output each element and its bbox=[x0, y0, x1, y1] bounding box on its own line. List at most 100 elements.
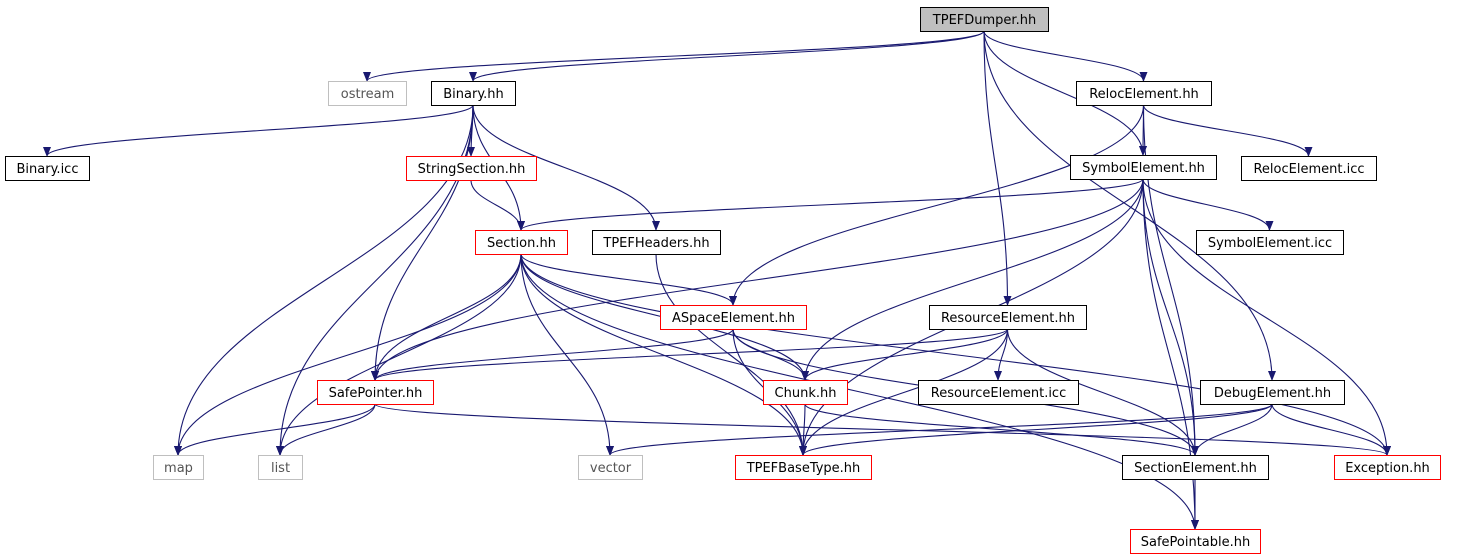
node-box bbox=[328, 81, 407, 106]
node-box bbox=[1076, 81, 1212, 106]
node-binary_icc[interactable]: Binary.icc bbox=[5, 156, 90, 181]
node-section[interactable]: Section.hh bbox=[475, 230, 568, 255]
edge-section-to-exception bbox=[520, 253, 1391, 456]
edge-symbolelement_hh-to-safepointer bbox=[371, 178, 1144, 381]
node-exception[interactable]: Exception.hh bbox=[1334, 455, 1441, 480]
node-symbolelement_icc[interactable]: SymbolElement.icc bbox=[1196, 230, 1344, 255]
node-label: TPEFHeaders.hh bbox=[602, 236, 709, 251]
edge-section-to-safepointable bbox=[520, 253, 1199, 530]
node-box bbox=[929, 305, 1087, 330]
node-label: SafePointer.hh bbox=[329, 386, 423, 401]
node-symbolelement_hh[interactable]: SymbolElement.hh bbox=[1070, 155, 1217, 180]
edge-tpefdumper-to-debugelement bbox=[983, 30, 1276, 381]
node-relocelement_hh[interactable]: RelocElement.hh bbox=[1076, 81, 1212, 106]
edge-symbolelement_hh-to-sectionelement bbox=[1142, 178, 1199, 456]
node-label: SectionElement.hh bbox=[1134, 461, 1257, 476]
edge-tpefdumper-to-binary_hh bbox=[469, 30, 985, 82]
node-box bbox=[1334, 455, 1441, 480]
edge-safepointer-to-exception bbox=[374, 403, 1391, 456]
node-box bbox=[1122, 455, 1269, 480]
edge-resourceelement_hh-to-sectionelement bbox=[1006, 328, 1199, 456]
node-label: RelocElement.icc bbox=[1253, 162, 1364, 177]
node-label: Section.hh bbox=[487, 236, 556, 251]
edge-relocelement_hh-to-aspaceelement bbox=[729, 104, 1145, 306]
node-label: TPEFDumper.hh bbox=[932, 13, 1036, 28]
node-label: Binary.hh bbox=[443, 87, 504, 102]
node-tpefbasetype[interactable]: TPEFBaseType.hh bbox=[735, 455, 872, 480]
edge-debugelement-to-tpefbasetype bbox=[799, 403, 1273, 456]
node-label: DebugElement.hh bbox=[1214, 386, 1331, 401]
node-label: SafePointable.hh bbox=[1141, 535, 1251, 550]
edge-resourceelement_hh-to-chunk bbox=[801, 328, 1009, 381]
node-aspaceelement[interactable]: ASpaceElement.hh bbox=[660, 305, 807, 330]
node-label: vector bbox=[590, 461, 632, 476]
edge-section-to-safepointer bbox=[371, 253, 522, 381]
node-chunk[interactable]: Chunk.hh bbox=[763, 380, 848, 405]
edge-debugelement-to-exception bbox=[1271, 403, 1391, 456]
node-box bbox=[1130, 529, 1261, 554]
node-label: Binary.icc bbox=[17, 162, 79, 177]
node-box bbox=[1070, 155, 1217, 180]
node-label: ResourceElement.hh bbox=[941, 311, 1075, 326]
node-box bbox=[5, 156, 90, 181]
node-safepointable[interactable]: SafePointable.hh bbox=[1130, 529, 1261, 554]
node-sectionelement[interactable]: SectionElement.hh bbox=[1122, 455, 1269, 480]
edge-safepointer-to-list bbox=[276, 403, 376, 456]
node-vector: vector bbox=[578, 455, 643, 480]
node-box bbox=[153, 455, 204, 480]
node-debugelement[interactable]: DebugElement.hh bbox=[1200, 380, 1345, 405]
edge-symbolelement_hh-to-section bbox=[517, 178, 1144, 231]
edge-section-to-vector bbox=[520, 253, 614, 456]
node-box bbox=[431, 81, 516, 106]
node-label: StringSection.hh bbox=[418, 162, 526, 177]
node-list: list bbox=[258, 455, 303, 480]
node-label: Chunk.hh bbox=[775, 386, 837, 401]
edge-section-to-list bbox=[276, 253, 522, 456]
edge-tpefdumper-to-relocelement_hh bbox=[983, 30, 1148, 82]
edge-safepointer-to-map bbox=[174, 403, 376, 456]
node-resourceelement_icc[interactable]: ResourceElement.icc bbox=[918, 380, 1079, 405]
node-label: list bbox=[271, 461, 290, 476]
node-label: RelocElement.hh bbox=[1089, 87, 1199, 102]
node-box bbox=[475, 230, 568, 255]
edge-relocelement_hh-to-relocelement_icc bbox=[1142, 104, 1313, 157]
node-box bbox=[660, 305, 807, 330]
edge-section-to-tpefbasetype bbox=[520, 253, 807, 456]
node-tpefheaders[interactable]: TPEFHeaders.hh bbox=[592, 230, 721, 255]
edge-section-to-aspaceelement bbox=[520, 253, 737, 306]
edge-binary_hh-to-binary_icc bbox=[43, 104, 474, 157]
node-relocelement_icc[interactable]: RelocElement.icc bbox=[1241, 156, 1377, 181]
node-label: map bbox=[164, 461, 193, 476]
node-box bbox=[406, 156, 537, 181]
node-box bbox=[578, 455, 643, 480]
edge-aspaceelement-to-safepointer bbox=[371, 328, 734, 381]
node-resourceelement_hh[interactable]: ResourceElement.hh bbox=[929, 305, 1087, 330]
node-safepointer[interactable]: SafePointer.hh bbox=[317, 380, 434, 405]
node-box bbox=[258, 455, 303, 480]
node-label: TPEFBaseType.hh bbox=[746, 461, 861, 476]
node-label: SymbolElement.icc bbox=[1208, 236, 1332, 251]
node-tpefdumper[interactable]: TPEFDumper.hh bbox=[920, 7, 1049, 32]
edge-tpefdumper-to-symbolelement_hh bbox=[983, 30, 1147, 156]
node-box bbox=[920, 7, 1049, 32]
edge-tpefheaders-to-tpefbasetype bbox=[655, 253, 807, 456]
node-map: map bbox=[153, 455, 204, 480]
edge-debugelement-to-vector bbox=[606, 403, 1273, 456]
edge-section-to-map bbox=[174, 253, 522, 456]
edge-binary_hh-to-tpefheaders bbox=[472, 104, 660, 231]
node-label: ASpaceElement.hh bbox=[672, 311, 795, 326]
node-ostream: ostream bbox=[328, 81, 407, 106]
edge-stringsection-to-section bbox=[470, 179, 525, 231]
node-box bbox=[1241, 156, 1377, 181]
edge-symbolelement_hh-to-exception bbox=[1142, 178, 1391, 456]
node-box bbox=[1196, 230, 1344, 255]
node-label: ostream bbox=[341, 87, 395, 102]
node-binary_hh[interactable]: Binary.hh bbox=[431, 81, 516, 106]
edge-symbolelement_hh-to-symbolelement_icc bbox=[1142, 178, 1274, 231]
node-box bbox=[1200, 380, 1345, 405]
edge-binary_hh-to-safepointer bbox=[371, 104, 474, 381]
edge-chunk-to-sectionelement bbox=[804, 403, 1199, 456]
node-stringsection[interactable]: StringSection.hh bbox=[406, 156, 537, 181]
node-box bbox=[918, 380, 1079, 405]
